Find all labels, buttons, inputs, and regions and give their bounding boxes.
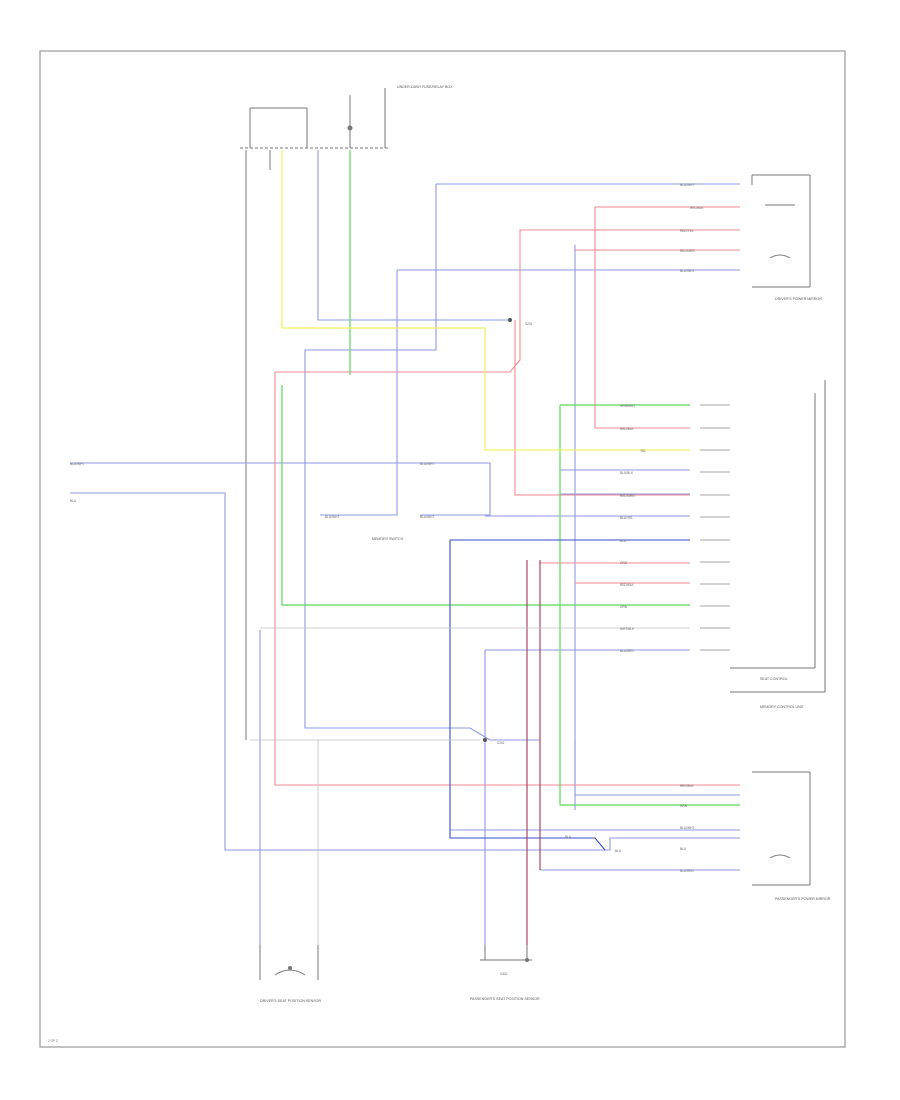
wire-label: BLU/WHT bbox=[420, 515, 434, 519]
wire-label: BLU bbox=[615, 849, 622, 853]
wire-label: BLU/WHT bbox=[325, 515, 339, 519]
passenger-mirror-label: PASSENGER'S POWER MIRROR bbox=[775, 897, 831, 901]
wire-label: BLU/BLK bbox=[620, 471, 634, 475]
red-wires bbox=[274, 206, 740, 786]
left-sensor bbox=[259, 945, 319, 980]
wire-label: RED/GRN bbox=[620, 494, 635, 498]
blue-wires bbox=[70, 150, 740, 945]
driver-mirror bbox=[751, 174, 811, 288]
memory-control-label: MEMORY CONTROL UNIT bbox=[760, 705, 805, 709]
ground-label: G401 bbox=[500, 972, 508, 976]
wire-label: BLU/WHT bbox=[680, 269, 694, 273]
memory-switch-label: MEMORY SWITCH bbox=[372, 537, 404, 541]
wire-label: GRN/WHT bbox=[620, 404, 635, 408]
wire-label: BLU/RED bbox=[680, 869, 695, 873]
wire-label: BLU bbox=[70, 499, 77, 503]
splice-dot-2 bbox=[483, 738, 487, 742]
dark-wires bbox=[449, 539, 690, 945]
wire-label: WHT/BLK bbox=[620, 627, 635, 631]
wire-label: YEL bbox=[640, 449, 646, 453]
wire-label: ORG bbox=[620, 561, 628, 565]
wire-label: GRN bbox=[680, 804, 688, 808]
grey-wires bbox=[250, 627, 690, 945]
wire-label: RED/BLK bbox=[620, 583, 635, 587]
right-sensor bbox=[480, 945, 532, 962]
page-number: 2 OF 2 bbox=[48, 1039, 58, 1043]
yellow-wires bbox=[281, 150, 690, 451]
wire-label: RED/YEL bbox=[680, 229, 694, 233]
splice-dot bbox=[508, 318, 512, 322]
wire-label: RED/BLK bbox=[620, 427, 635, 431]
diagram-frame bbox=[39, 50, 846, 1048]
wire-label: GRN bbox=[620, 605, 628, 609]
wire-label: BLU/YEL bbox=[620, 516, 633, 520]
wire-label: BLU/RED bbox=[620, 649, 635, 653]
wire-label: RED/BLK bbox=[680, 784, 695, 788]
passenger-mirror bbox=[752, 771, 811, 886]
wire-label: RED/BLK bbox=[690, 206, 705, 210]
fuse-box bbox=[240, 88, 390, 740]
fuse-box-label: UNDER-DASH FUSE/RELAY BOX bbox=[397, 85, 453, 89]
wire-label: RED/GRN bbox=[680, 249, 695, 253]
left-sensor-label: DRIVER'S SEAT POSITION SENSOR bbox=[260, 999, 321, 1003]
wire-label: BLU bbox=[620, 539, 627, 543]
wire-label: BLU/WHT bbox=[420, 462, 434, 466]
green-wires bbox=[281, 150, 740, 806]
seat-control-label: SEAT CONTROL bbox=[760, 677, 788, 681]
wire-labels: BLU/WHT RED/BLK RED/YEL RED/GRN BLU/WHT … bbox=[70, 183, 705, 873]
right-sensor-label: PASSENGER'S SEAT POSITION SENSOR bbox=[470, 997, 540, 1001]
pin-ladder bbox=[700, 404, 730, 651]
splice-label: S201 bbox=[525, 322, 533, 326]
wire-label: BLU/WHT bbox=[70, 462, 84, 466]
wire-label: BLU bbox=[565, 835, 572, 839]
driver-mirror-label: DRIVER'S POWER MIRROR bbox=[775, 297, 822, 301]
wire-label: BLU bbox=[680, 847, 687, 851]
wire-label: BLU/WHT bbox=[680, 183, 694, 187]
memory-control-unit bbox=[730, 380, 826, 693]
wire-label: BLU/WHT bbox=[680, 826, 694, 830]
splice2-label: S202 bbox=[497, 741, 505, 745]
